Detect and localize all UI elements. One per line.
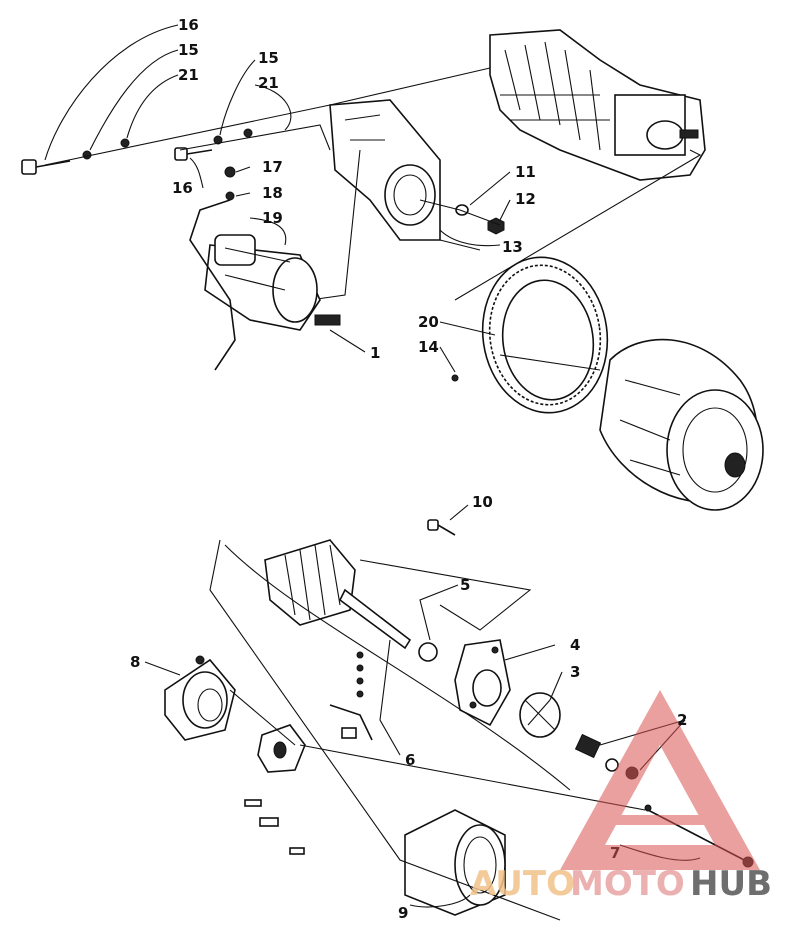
callout-20: 20 [418,313,439,331]
callout-13: 13 [502,238,523,256]
washer-11 [455,204,469,216]
screw-14 [451,374,459,382]
callout-15-top: 15 [178,41,199,59]
bolt-16-mid [174,147,213,161]
nut-17 [224,166,236,178]
callout-12: 12 [515,190,536,208]
watermark-text-auto: AUTO [470,864,575,904]
callout-9: 9 [398,904,408,922]
armature [264,539,412,650]
callout-21-mid: 21 [258,74,279,92]
nut-21-mid [243,128,253,138]
callout-15-mid: 15 [258,49,279,67]
callout-labels: 16 15 21 15 21 16 17 18 19 11 12 13 20 1… [130,16,687,922]
mounting-bracket [329,99,441,241]
brush-holder [257,724,306,773]
watermark-text-hub: HUB [690,864,772,904]
callout-4: 4 [570,636,580,654]
brush-screws [244,799,305,855]
drive-pinion [519,692,561,738]
callout-8: 8 [130,653,140,671]
callout-6: 6 [405,751,415,769]
spring-2 [574,733,602,759]
callout-21-top: 21 [178,66,199,84]
bolt-10 [427,519,456,536]
leader-lines [44,24,701,908]
callout-1: 1 [370,344,380,362]
washer-15-mid [213,135,223,145]
callout-17: 17 [262,158,283,176]
callout-14: 14 [418,338,439,356]
callout-3: 3 [570,663,580,681]
washer-2 [605,758,619,772]
nut-21-top [120,138,130,148]
washer-5 [418,642,438,662]
watermark-logo [560,690,760,870]
drive-end-plate [454,639,511,727]
commutator-end-cap [164,655,236,741]
callout-5: 5 [460,576,470,594]
callout-10: 10 [472,493,493,511]
callout-18: 18 [262,184,283,202]
bolt-16-top [21,159,71,175]
flywheel-drive-pulley [599,338,764,511]
washer-15-top [82,150,92,160]
callout-16-mid: 16 [172,179,193,197]
callout-16-top: 16 [178,16,199,34]
engine-block [489,29,706,181]
callout-19: 19 [262,209,283,227]
brush-spring-set [329,651,373,741]
washer-18 [225,191,235,201]
nut-12 [487,217,505,235]
callout-11: 11 [515,163,536,181]
starter-motor [189,199,341,371]
callout-2: 2 [677,711,687,729]
watermark-text-moto: MOTO [570,864,685,904]
ring-gear [481,256,609,414]
